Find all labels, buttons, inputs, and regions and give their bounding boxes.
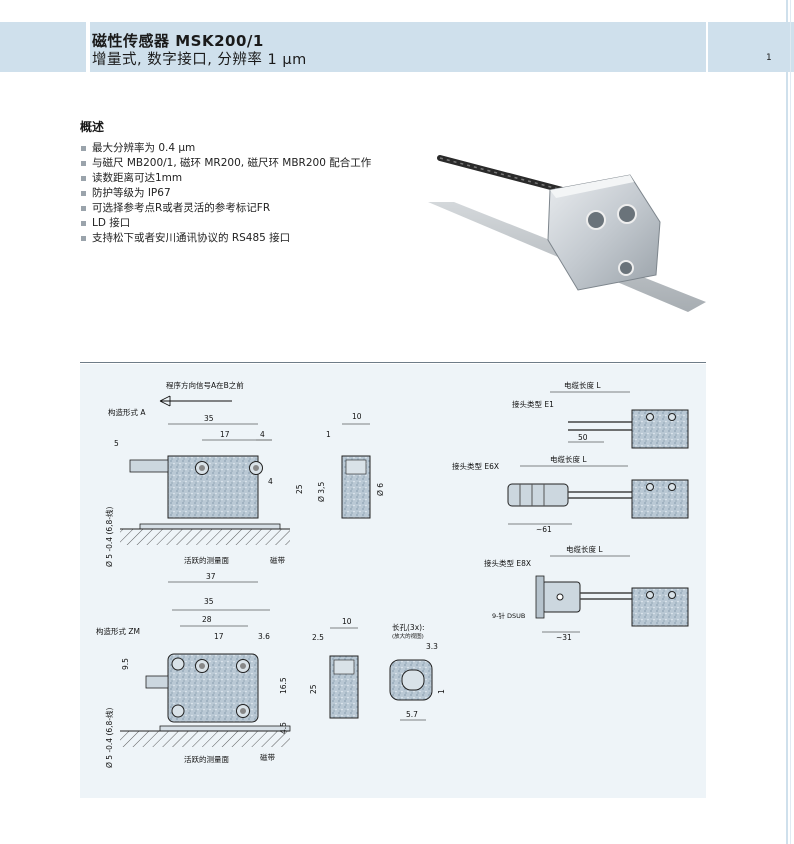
header-bar xyxy=(0,22,794,72)
slot-sublabel: (放大的视图) xyxy=(392,632,424,640)
header-divider xyxy=(706,22,708,72)
dim-e1-50: 50 xyxy=(578,433,588,442)
mounting-hole xyxy=(586,210,606,230)
dim-z-35: 35 xyxy=(204,597,214,606)
dim-z-10: 10 xyxy=(342,617,352,626)
page-edge xyxy=(786,0,788,844)
cable-length-e6x: 电缆长度 L xyxy=(550,454,587,464)
dim-z-17: 17 xyxy=(214,632,224,641)
active-face-zm: 活跃的测量面 xyxy=(184,754,229,764)
dim-z-95: 9.5 xyxy=(121,658,130,670)
list-item: 可选择参考点R或者灵活的参考标记FR xyxy=(80,201,400,216)
product-photo xyxy=(428,155,706,312)
dim-z-57: 5.7 xyxy=(406,710,418,719)
form-zm-label: 构造形式 ZM xyxy=(96,626,140,636)
list-item: 与磁尺 MB200/1, 磁环 MR200, 磁尺环 MBR200 配合工作 xyxy=(80,156,400,171)
tape-label-zm: 磁带 xyxy=(260,752,275,762)
direction-note: 程序方向信号A在B之前 xyxy=(166,380,244,390)
dim-a-37: 37 xyxy=(206,572,216,581)
dim-s-d35: Ø 3,5 xyxy=(317,482,326,502)
slot-label: 长孔(3x): xyxy=(392,622,425,632)
connector-e8x-label: 接头类型 E8X xyxy=(484,558,531,568)
list-item: 支持松下或者安川通讯协议的 RS485 接口 xyxy=(80,231,400,246)
mounting-hole xyxy=(617,204,637,224)
dim-e8x-31: ~31 xyxy=(556,633,572,642)
list-item: 最大分辨率为 0.4 μm xyxy=(80,141,400,156)
dim-s-25: 25 xyxy=(295,484,304,494)
page-subtitle: 增量式, 数字接口, 分辨率 1 μm xyxy=(92,52,307,68)
sensor-e8x xyxy=(631,587,689,627)
list-item: 防护等级为 IP67 xyxy=(80,186,400,201)
dsub-label: 9-针 DSUB xyxy=(492,611,525,620)
connector-e1-label: 接头类型 E1 xyxy=(512,399,554,409)
dim-z-45: 4.5 xyxy=(279,722,288,734)
dim-z-28: 28 xyxy=(202,615,212,624)
dim-z-165: 16.5 xyxy=(279,677,288,694)
dim-a-35: 35 xyxy=(204,414,214,423)
technical-drawing: 程序方向信号A在B之前 构造形式 A 35 17 4 5 4 Ø 5 -0.4 … xyxy=(80,364,706,798)
overview-heading: 概述 xyxy=(80,120,105,134)
active-face-a: 活跃的测量面 xyxy=(184,555,229,565)
sensor-e6x xyxy=(631,479,689,519)
connector-e6x-label: 接头类型 E6X xyxy=(452,461,499,471)
page-title: 磁性传感器 MSK200/1 xyxy=(92,32,264,50)
dim-z-1: 1 xyxy=(437,689,446,694)
connector-e6x xyxy=(507,483,569,507)
sensor-e1 xyxy=(631,409,689,449)
dim-a-17: 17 xyxy=(220,430,230,439)
dim-a-4: 4 xyxy=(260,430,265,439)
direction-arrow-icon xyxy=(159,395,232,407)
cable-gland xyxy=(129,459,169,473)
page-number: 1 xyxy=(766,53,772,63)
dim-s-d6: Ø 6 xyxy=(376,483,385,496)
list-item: LD 接口 xyxy=(80,216,400,231)
dim-s-1: 1 xyxy=(326,430,331,439)
dim-s-10: 10 xyxy=(352,412,362,421)
dim-e6x-61: ~61 xyxy=(536,525,552,534)
dim-z-25: 25 xyxy=(309,684,318,694)
sensor-body-a xyxy=(167,455,259,519)
dim-a-5: 5 xyxy=(114,439,119,448)
section-divider xyxy=(80,362,706,363)
cable-length-e1: 电缆长度 L xyxy=(564,380,601,390)
tape-zm xyxy=(159,725,291,732)
page-edge-light xyxy=(790,0,791,844)
feature-list: 最大分辨率为 0.4 μm 与磁尺 MB200/1, 磁环 MR200, 磁尺环… xyxy=(80,141,400,246)
diameter-a: Ø 5 -0.4 (6,8-线) xyxy=(104,506,114,567)
tape-a xyxy=(139,523,281,530)
form-a-label: 构造形式 A xyxy=(108,407,146,417)
dim-z-33: 3.3 xyxy=(426,642,438,651)
cable-length-e8x: 电缆长度 L xyxy=(566,544,603,554)
diameter-zm: Ø 5 -0.4 (6,8-线) xyxy=(104,707,114,768)
dim-z-36: 3.6 xyxy=(258,632,270,641)
substrate-hatch xyxy=(120,529,290,545)
header-gap xyxy=(86,22,90,72)
mounting-hole xyxy=(618,260,634,276)
tape-label-a: 磁带 xyxy=(270,555,285,565)
dim-z-25w: 2.5 xyxy=(312,633,324,642)
list-item: 读数距离可达1mm xyxy=(80,171,400,186)
dim-a-4b: 4 xyxy=(268,477,273,486)
